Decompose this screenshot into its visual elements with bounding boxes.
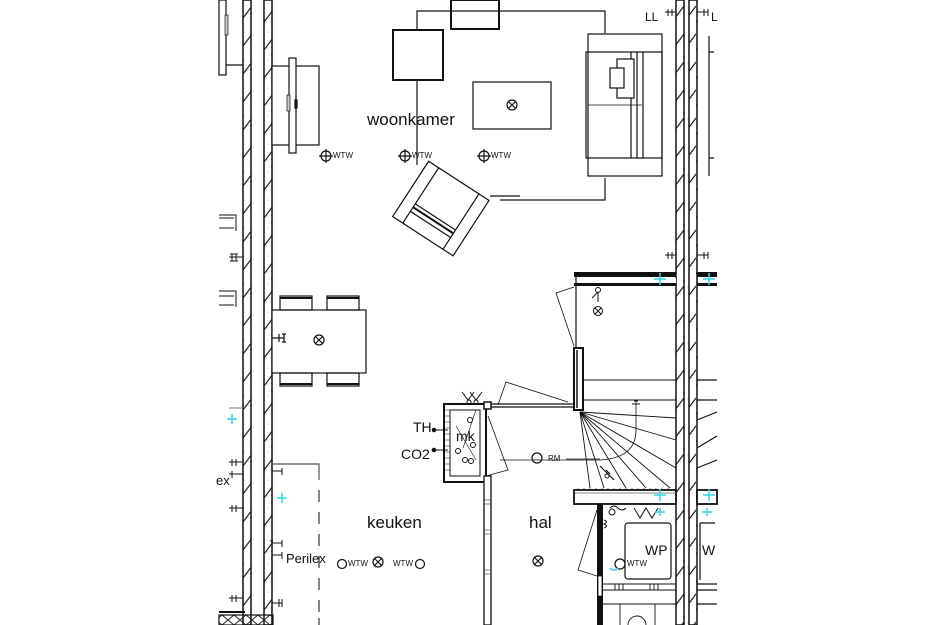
meterkast <box>443 391 487 483</box>
wtw-label: WTW <box>333 151 353 160</box>
neighbour-right <box>696 36 718 605</box>
wtw-vents <box>319 149 626 570</box>
cyan-markers <box>227 273 715 571</box>
smoke-detector-label: RM <box>548 454 561 463</box>
sensor-leaders <box>431 427 448 453</box>
wtw-label: WTW <box>627 559 647 568</box>
tv-cabinet <box>271 57 320 154</box>
rug <box>416 10 606 201</box>
toilet-room <box>555 272 676 411</box>
room-label-keuken: keuken <box>367 513 422 532</box>
thermostat-label: TH <box>413 419 432 435</box>
kitchen-outlets <box>270 468 283 607</box>
sofa <box>585 33 663 177</box>
wtw-vent-icon <box>336 558 348 570</box>
wtw-vent-icon <box>319 149 333 163</box>
wall-outlets-left <box>219 214 243 602</box>
light-point-icon <box>532 555 544 567</box>
dining-table <box>271 295 367 387</box>
meterkast-door <box>485 415 509 477</box>
room-label-hal: hal <box>529 513 552 532</box>
ll-label: LL <box>645 10 659 24</box>
wtw-label: WTW <box>412 151 432 160</box>
heat-pump-label: WP <box>645 542 668 558</box>
co2-label: CO2 <box>401 446 430 462</box>
utility-outlets <box>602 505 659 529</box>
right-wall-outlets <box>665 9 709 259</box>
right-party-wall <box>675 0 698 625</box>
side-chair <box>392 29 444 81</box>
wtw-vent-icon <box>398 149 412 163</box>
heat-pump-unit <box>624 522 672 580</box>
heat-pump-label-partial: W <box>702 542 716 558</box>
wtw-vent-icon <box>414 558 426 570</box>
left-outer-wall <box>218 0 274 625</box>
wtw-label: WTW <box>348 559 368 568</box>
room-label-woonkamer: woonkamer <box>367 110 455 129</box>
wtw-vent-icon <box>614 558 626 570</box>
coffee-table <box>472 81 552 130</box>
utility-shelf <box>603 583 676 625</box>
toilet-light-switch <box>591 287 603 316</box>
light-point-icon <box>506 99 518 111</box>
light-point-icon <box>313 334 325 346</box>
utility-wall <box>577 504 603 625</box>
perilex-label-partial: ex <box>216 473 230 488</box>
perilex-label: Perilex <box>286 551 326 566</box>
ceiling-lights <box>313 99 544 568</box>
ll-label-partial: L <box>711 10 718 24</box>
wtw-vent-icon <box>477 149 491 163</box>
living-door <box>497 381 569 406</box>
smoke-detector-icon <box>531 452 600 464</box>
wtw-label: WTW <box>491 151 511 160</box>
staircase <box>500 379 677 489</box>
lounge-chair <box>391 160 490 257</box>
light-point-icon <box>372 556 384 568</box>
hall-wall-left <box>483 475 492 625</box>
wtw-label: WTW <box>393 559 413 568</box>
armchair-top <box>450 0 500 30</box>
kitchen-counter <box>272 463 320 625</box>
stair-bottom-wall <box>573 488 677 505</box>
neighbour-window-left <box>218 0 243 76</box>
room-label-meterkast: mk <box>456 428 475 444</box>
hall-top-wall <box>483 401 576 410</box>
